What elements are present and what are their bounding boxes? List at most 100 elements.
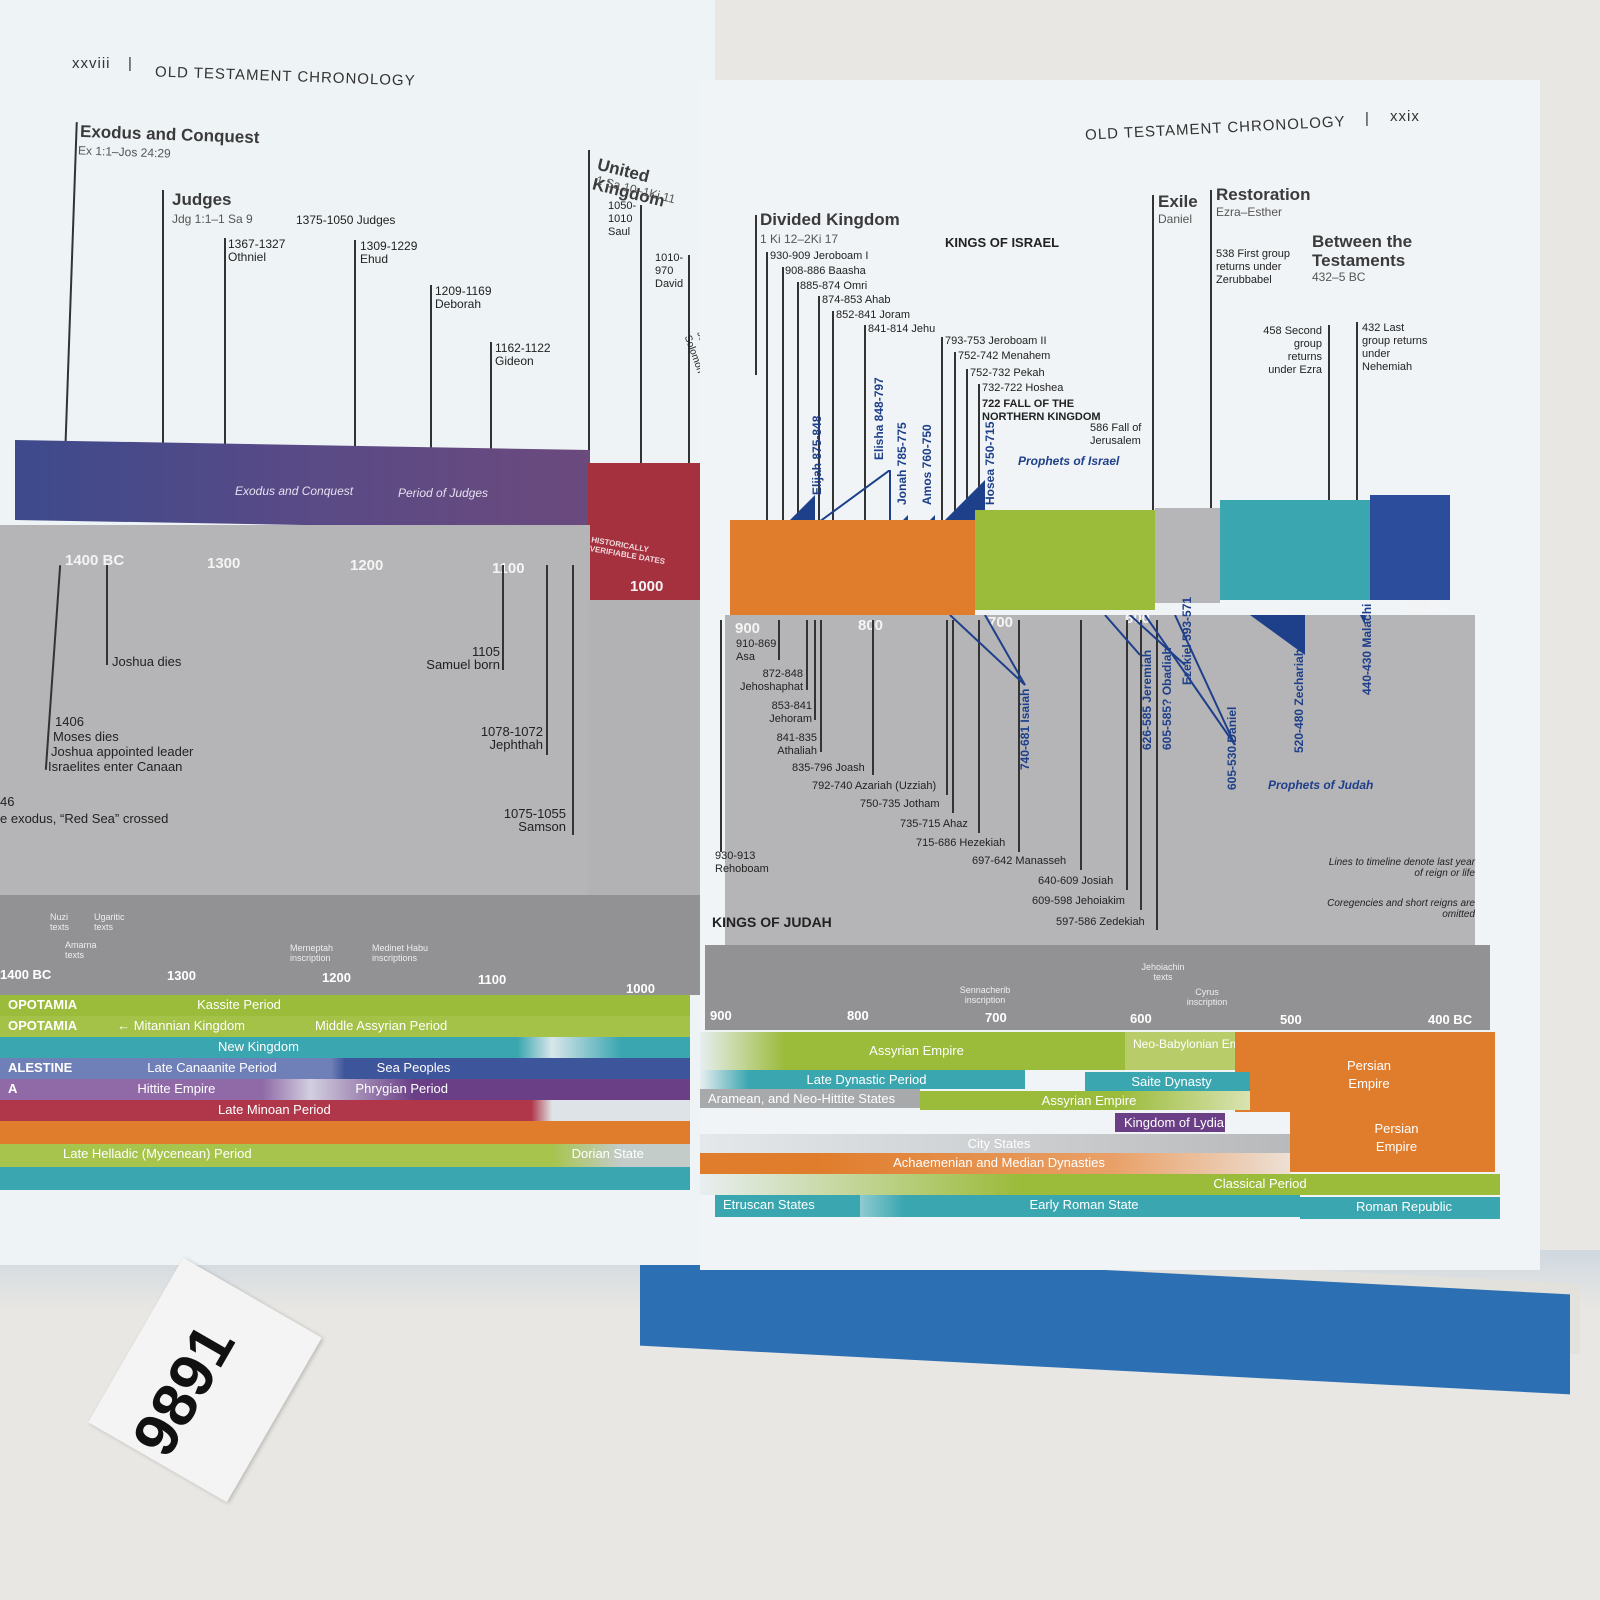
israel-king-2: 908-886 Baasha [785,265,866,277]
event-joshua-leader: Joshua appointed leader [51,744,194,759]
second-line [1328,325,1330,595]
athaliah-line [820,620,822,752]
ahaz-line [978,620,980,833]
jehoiakim-line [1140,620,1142,910]
band-classical: Classical Period [700,1174,1500,1195]
band-label-exodus: Exodus and Conquest [235,484,354,498]
right-page-number: xxix [1390,108,1420,125]
right-divider: | [1365,110,1370,127]
timeline-gray-right [725,615,1475,945]
restoration-last: 432 Last group returns under Nehemiah [1362,322,1428,373]
judah-king-joash: 835-796 Joash [792,762,865,774]
left-page: xxviii | OLD TESTAMENT CHRONOLOGY Exodus… [0,0,723,1265]
prophet-malachi: 440-430 Malachi [1360,603,1374,695]
band-assyrian-2: Assyrian Empire [920,1091,1250,1110]
band-persian-1: Persian Empire [1235,1032,1495,1112]
world-tick-900: 900 [710,1008,732,1023]
judah-king-ahaz: 735-715 Ahaz [900,818,968,830]
band-new-kingdom: New Kingdom [0,1037,690,1058]
world-tick-1000: 1000 [626,981,655,996]
section-between-title: Between the Testaments [1312,232,1413,270]
jehoshaphat-line [806,620,808,690]
rehoboam-line [720,620,722,852]
text-ugaritic: Ugaritic texts [94,912,125,932]
section-divided-title: Divided Kingdom [760,210,900,229]
jephthah-line [546,565,548,755]
world-tick-700: 700 [985,1010,1007,1025]
timeline-gray-left2 [588,600,715,915]
last-line [1356,322,1358,597]
prophets-judah-title: Prophets of Judah [1268,778,1374,792]
band-between [1370,495,1450,600]
event-enter-canaan: Israelites enter Canaan [48,759,183,774]
band-neo-babylonian: Neo-Babylonian Empire [1125,1032,1235,1070]
prophet-wedges-judah [949,615,1365,746]
band-green-israel [975,510,1155,610]
event-exodus: e exodus, “Red Sea” crossed [0,811,169,826]
joshua-line [106,565,108,665]
text-medinet: Medinet Habu inscriptions [372,943,429,963]
israel-king-7: 793-753 Jeroboam II [945,335,1047,347]
left-page-number: xxviii [72,55,111,72]
world-gray-right [705,945,1490,1030]
tick-1200: 1200 [350,557,384,574]
judge-deborah: 1209-1169 Deborah [435,284,492,311]
text-cyrus: Cyrus inscription [1186,987,1228,1007]
king-david: 1010-970 David [655,252,684,290]
fall-jerusalem: 586 Fall of Jerusalem [1090,422,1142,447]
band-aramean: Aramean, and Neo-Hittite States [700,1089,920,1108]
judah-king-azariah: 792-740 Azariah (Uzziah) [812,780,937,792]
world-tick-1100: 1100 [478,972,507,987]
zedekiah-line [1156,620,1158,930]
left-running-head: OLD TESTAMENT CHRONOLOGY [154,63,416,90]
kings-israel-title: KINGS OF ISRAEL [945,235,1060,250]
prophet-daniel: 605-530 Daniel [1225,706,1239,790]
text-merneptah: Merneptah inscription [290,943,334,963]
world-tick-800: 800 [847,1008,869,1023]
band-city-states: City States [700,1134,1290,1153]
david-line [688,255,690,485]
band-minoan: Late Minoan Period [0,1100,690,1121]
section-judges-ref: Jdg 1:1–1 Sa 9 [172,212,253,226]
israel-king-6: 841-814 Jehu [868,323,936,335]
event-jephthah: 1078-1072 Jephthah [480,724,543,752]
judge-gideon: 1162-1122 Gideon [495,341,551,368]
israel-line-3 [797,282,799,522]
divided-line [755,215,757,375]
band-achaemenian: Achaemenian and Median Dynasties [700,1153,1290,1174]
gideon-line [490,342,492,457]
jehoram-line [814,620,816,720]
section-restoration-ref: Ezra–Esther [1216,205,1283,219]
section-exile-title: Exile [1158,192,1198,211]
israel-line-8 [954,352,956,522]
judah-king-rehoboam: 930-913 Rehoboam [715,850,769,875]
world-gray-left [0,895,700,995]
israel-king-5: 852-841 Joram [836,309,910,321]
prophet-jeremiah: 626-585 Jeremiah [1140,649,1154,750]
restoration-line [1210,190,1212,595]
band-orange [0,1121,690,1144]
prophet-isaiah: 740-681 Isaiah [1018,688,1032,770]
israel-line-6 [864,325,866,522]
judah-king-athaliah: 841-835 Athaliah [776,732,817,757]
band-teal [0,1167,690,1190]
world-tick-400: 400 BC [1428,1012,1473,1027]
text-amarna: Amarna texts [65,940,97,960]
event-samuel-born: 1105 Samuel born [426,644,500,672]
band-assyrian-empire: Assyrian Empire [700,1032,1125,1070]
restoration-first: 538 First group returns under Zerubbabel [1216,248,1290,286]
judah-king-manasseh: 697-642 Manasseh [972,855,1067,867]
manasseh-line [1080,620,1082,870]
united-line [588,150,590,470]
section-exile-ref: Daniel [1158,212,1193,226]
tick-700: 700 [988,614,1014,631]
tick-900: 900 [735,620,761,637]
section-divided-ref: 1 Ki 12–2Ki 17 [760,232,839,246]
tick-1000: 1000 [630,578,664,595]
joash-line [872,620,874,775]
judah-king-jotham: 750-735 Jotham [860,798,940,810]
